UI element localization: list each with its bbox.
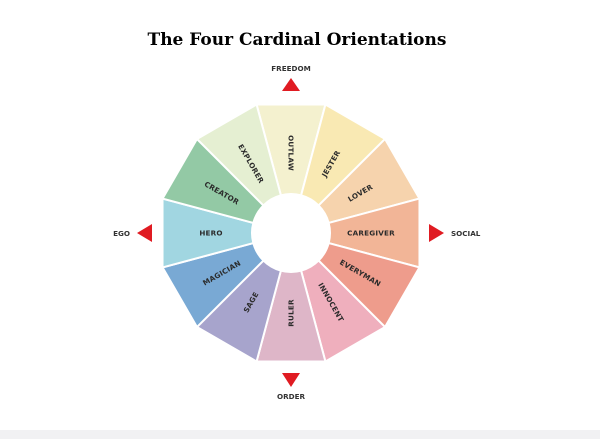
arrow-right-icon <box>429 224 444 242</box>
arrow-up-icon <box>282 78 300 91</box>
direction-label-social: SOCIAL <box>451 229 481 238</box>
direction-top: FREEDOM <box>271 64 311 91</box>
bottom-strip <box>0 430 600 439</box>
arrow-left-icon <box>137 224 152 242</box>
segment-label-outlaw: OUTLAW <box>287 135 296 171</box>
arrow-down-icon <box>282 373 300 387</box>
segment-label-hero: HERO <box>199 229 222 238</box>
direction-left: EGO <box>113 224 152 242</box>
segment-label-ruler: RULER <box>287 299 296 327</box>
page-title: The Four Cardinal Orientations <box>147 30 447 50</box>
wheel-center <box>252 194 330 272</box>
direction-label-freedom: FREEDOM <box>271 64 311 73</box>
direction-bottom: ORDER <box>277 373 306 401</box>
segment-label-caregiver: CAREGIVER <box>347 229 395 238</box>
direction-label-order: ORDER <box>277 392 306 401</box>
direction-label-ego: EGO <box>113 229 130 238</box>
direction-right: SOCIAL <box>429 224 481 242</box>
